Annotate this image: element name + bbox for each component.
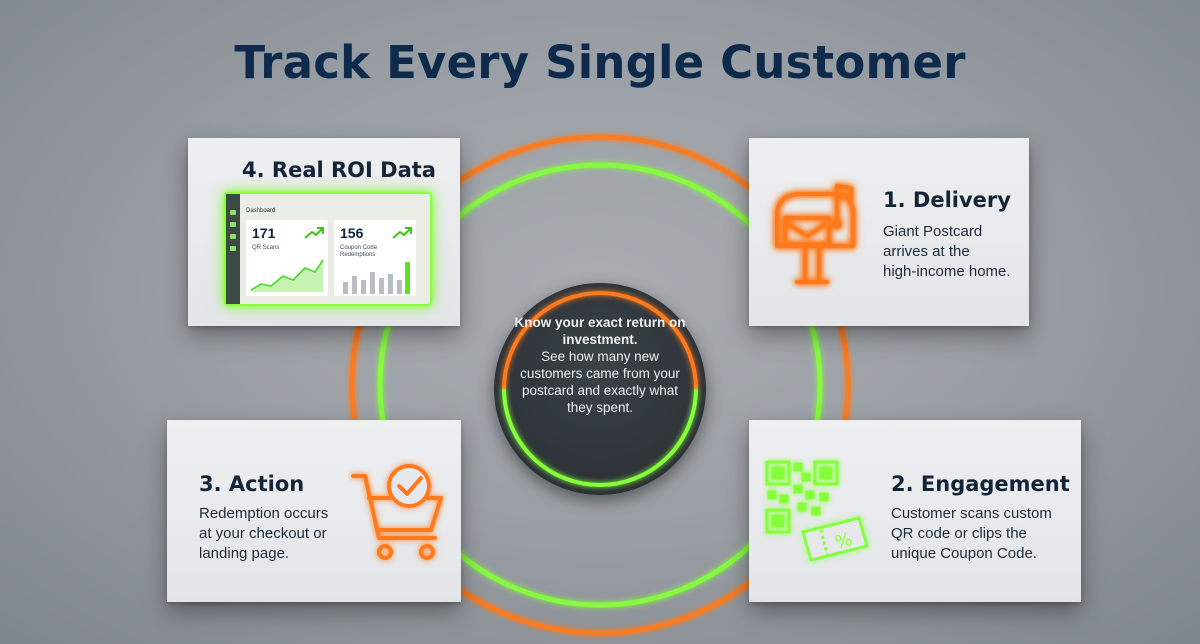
card-roi-title: 4. Real ROI Data <box>242 158 436 182</box>
trend-up-icon <box>304 227 324 239</box>
center-headline: Know your exact return on investment. <box>514 315 686 347</box>
qr-scans-value: 171 <box>252 225 276 241</box>
page-title: Track Every Single Customer <box>234 36 966 89</box>
card-action: 3. Action Redemption occurs at your chec… <box>167 420 461 602</box>
mailbox-icon <box>775 184 855 284</box>
card-action-desc: Redemption occurs at your checkout or la… <box>199 505 329 562</box>
card-delivery: 1. Delivery Giant Postcard arrives at th… <box>749 138 1029 326</box>
dashboard-sidebar <box>226 194 240 304</box>
center-body: See how many new customers came from you… <box>520 349 680 415</box>
coupon-panel: 156 Coupon Code Redemptions <box>334 220 416 296</box>
qr-scans-label: QR Scans <box>252 245 280 251</box>
qr-coupon-icon: % <box>765 460 869 562</box>
card-engagement-title: 2. Engagement <box>891 472 1070 496</box>
roi-dashboard: Dashboard 171 QR Scans 156 Coupon Code R… <box>224 192 432 306</box>
trend-up-icon <box>392 227 412 239</box>
coupon-bar-chart <box>343 262 410 294</box>
qr-scans-line-chart <box>250 259 324 292</box>
svg-text:%: % <box>833 529 855 554</box>
inner-ring-green <box>377 162 823 608</box>
outer-ring-orange <box>349 134 851 636</box>
shopping-cart-check-icon <box>351 464 443 560</box>
center-roi-circle <box>494 283 706 495</box>
coupon-label: Coupon Code Redemptions <box>340 245 378 258</box>
card-engagement: % 2. Engagement Customer scans custom QR… <box>749 420 1081 602</box>
card-delivery-desc: Giant Postcard arrives at the high-incom… <box>883 223 1011 280</box>
coupon-value: 156 <box>340 225 364 241</box>
qr-scans-panel: 171 QR Scans <box>246 220 328 296</box>
card-delivery-title: 1. Delivery <box>883 188 1011 212</box>
center-ring <box>502 291 698 487</box>
center-text: Know your exact return on investment. Se… <box>514 314 686 416</box>
card-engagement-desc: Customer scans custom QR code or clips t… <box>891 505 1052 562</box>
card-action-title: 3. Action <box>199 472 305 496</box>
dashboard-header: Dashboard <box>246 208 276 214</box>
